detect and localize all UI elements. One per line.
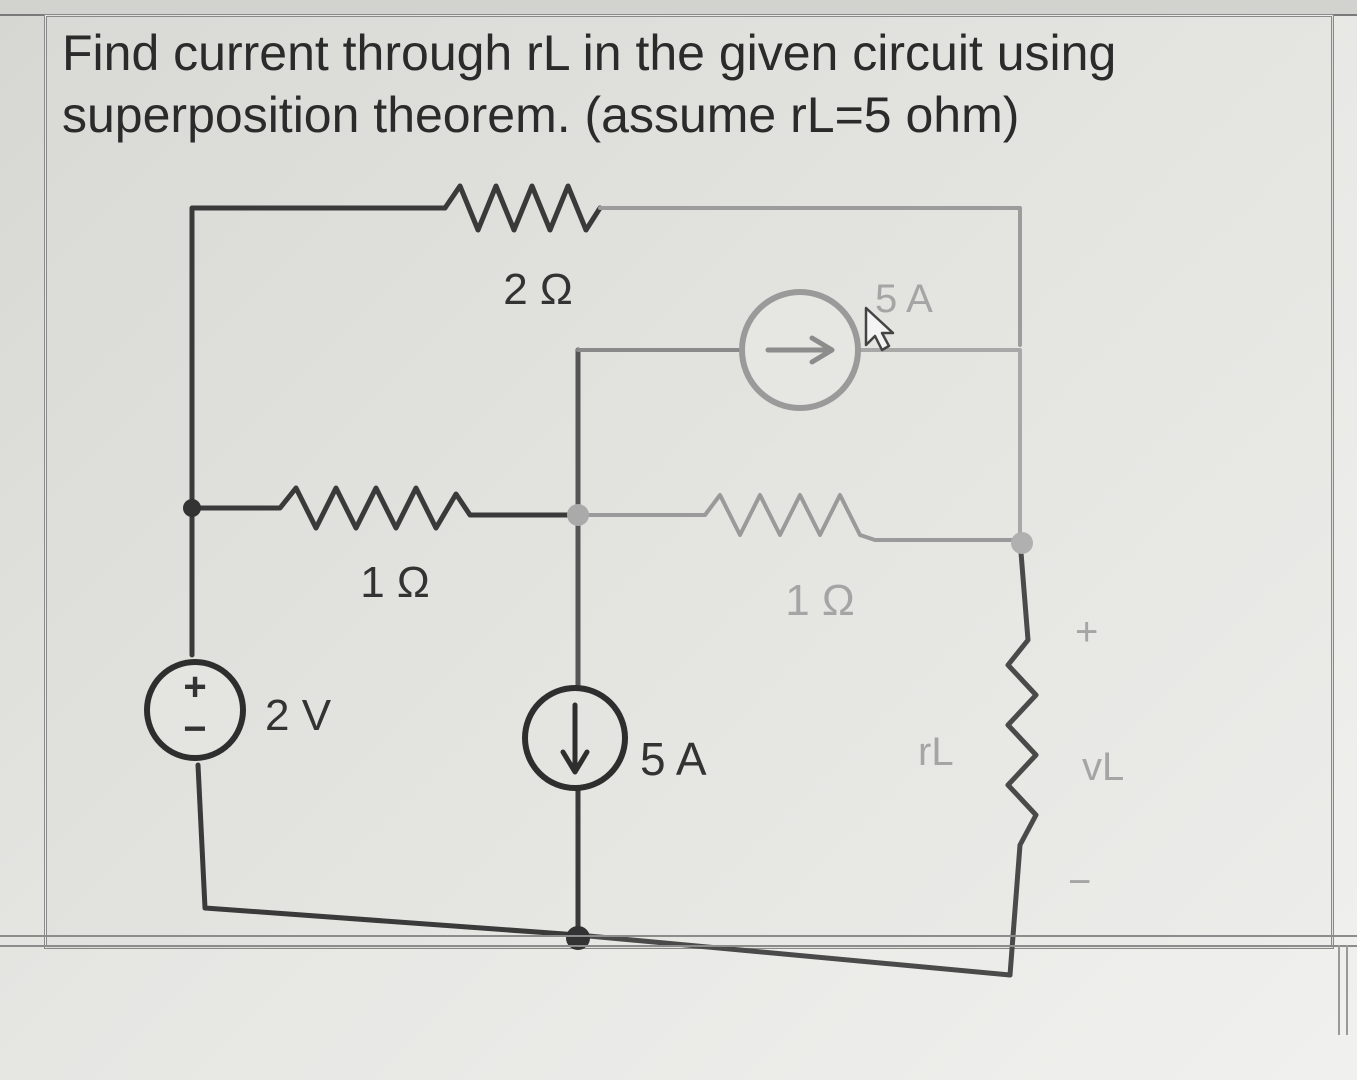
arrow-down-icon xyxy=(560,702,590,775)
voltage-source-plus: + xyxy=(183,665,206,709)
wire-top-right xyxy=(598,206,1022,347)
page-bottom-border xyxy=(0,935,1357,947)
resistor-load-rL xyxy=(1005,537,1039,978)
resistor-mid-right-1ohm xyxy=(576,493,1022,542)
question-panel xyxy=(44,14,1334,949)
wire-bottom-right xyxy=(575,932,1013,978)
resistor-mid-left-1ohm xyxy=(189,485,581,531)
resistor-left-label: 1 Ω xyxy=(360,558,430,607)
junction-left xyxy=(183,499,201,517)
voltage-source-minus: − xyxy=(183,707,206,751)
question-line-2: superposition theorem. (assume rL=5 ohm) xyxy=(62,87,1020,143)
question-line-1: Find current through rL in the given cir… xyxy=(62,25,1117,81)
load-minus: − xyxy=(1068,860,1091,904)
load-plus: + xyxy=(1075,610,1098,654)
load-label: rL xyxy=(918,730,954,774)
junction-bottom xyxy=(566,926,590,950)
resistor-top-2ohm xyxy=(442,183,603,233)
resistor-right-label: 1 Ω xyxy=(785,576,855,625)
voltage-source-label: 2 V xyxy=(265,691,332,740)
question-text: Find current through rL in the given cir… xyxy=(62,22,1242,146)
junction-center xyxy=(567,504,589,526)
voltage-source-2v xyxy=(144,659,246,761)
wire-bottom-left xyxy=(195,762,581,938)
arrow-right-icon xyxy=(765,335,835,365)
wire-top-source-right xyxy=(858,348,1022,542)
current-source-top-label: 5 A xyxy=(875,277,933,321)
load-voltage-label: vL xyxy=(1082,745,1124,789)
junction-right xyxy=(1011,532,1033,554)
current-source-bottom-label: 5 A xyxy=(640,733,707,785)
resistor-top-label: 2 Ω xyxy=(503,265,573,314)
wire-top-left xyxy=(189,205,448,511)
mouse-pointer-icon xyxy=(864,306,895,352)
page-right-border xyxy=(1338,945,1348,1035)
